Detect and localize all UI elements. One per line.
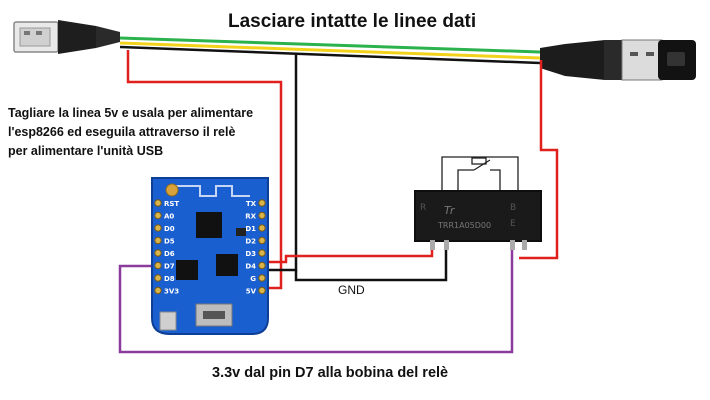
- pin-label: D0: [164, 225, 175, 233]
- pin-label: 5V: [246, 288, 257, 296]
- pin-label: D2: [245, 238, 256, 246]
- pin-hole: [154, 274, 162, 282]
- pin-label: D3: [245, 250, 256, 258]
- relay-marking: TRR1A05D00: [437, 221, 491, 230]
- pin-label: D5: [164, 238, 175, 246]
- pin-hole: [258, 211, 266, 220]
- relay-logo: Tr: [444, 204, 456, 217]
- pin-label: D6: [164, 250, 175, 258]
- wire-5v: [126, 50, 559, 290]
- usb-cable-wires: [119, 36, 541, 65]
- pin-label: D4: [245, 263, 256, 271]
- pin-hole: [154, 286, 162, 295]
- note-line: per alimentare l'unità USB: [8, 144, 164, 158]
- pin-hole: [154, 199, 162, 207]
- pin-hole: [258, 286, 266, 295]
- usb-female-connector: [540, 40, 622, 80]
- d7-coil-label: 3.3v dal pin D7 alla bobina del relè: [212, 365, 449, 381]
- svg-text:E: E: [510, 219, 516, 229]
- pin-hole: [154, 249, 162, 257]
- pin-label: 3V3: [164, 288, 179, 296]
- gnd-label: GND: [338, 283, 365, 297]
- pin-hole: [258, 261, 266, 270]
- pin-hole: [258, 236, 266, 245]
- pin-hole: [258, 249, 266, 257]
- pin-label: RX: [245, 213, 256, 221]
- pin-hole: [154, 236, 162, 245]
- usb-a-male-connector: [13, 20, 120, 54]
- pin-hole: [258, 224, 266, 232]
- pin-label: D7: [164, 263, 175, 271]
- wire-5v-relay: [268, 248, 434, 264]
- relay-schematic-icon: [441, 156, 519, 190]
- pin-hole: [154, 224, 162, 232]
- pin-label: D8: [164, 275, 175, 283]
- wire-signal-d7: [118, 248, 514, 354]
- pin-hole: [258, 199, 266, 207]
- svg-text:R: R: [420, 203, 426, 213]
- pin-label: D1: [245, 225, 256, 233]
- pin-label: TX: [246, 200, 257, 208]
- pin-hole: [154, 261, 162, 270]
- note-line: Tagliare la linea 5v e usala per aliment…: [8, 106, 254, 120]
- esp8266-d1-mini-board: [151, 177, 269, 335]
- cut-5v-instruction: Tagliare la linea 5v e usala per aliment…: [8, 104, 298, 161]
- pin-label: A0: [164, 213, 174, 221]
- pin-hole: [154, 211, 162, 220]
- note-line: l'esp8266 ed eseguila attraverso il relè: [8, 125, 236, 139]
- svg-text:B: B: [510, 203, 516, 213]
- usb-flash-drive: [621, 39, 696, 81]
- pin-hole: [258, 274, 266, 282]
- wire-gnd: [268, 53, 448, 282]
- reed-relay: Tr TRR1A05D00 R B E: [414, 190, 542, 250]
- diagram-title: Lasciare intatte le linee dati: [228, 11, 477, 32]
- pin-label: G: [250, 275, 256, 283]
- pin-label: RST: [164, 200, 179, 208]
